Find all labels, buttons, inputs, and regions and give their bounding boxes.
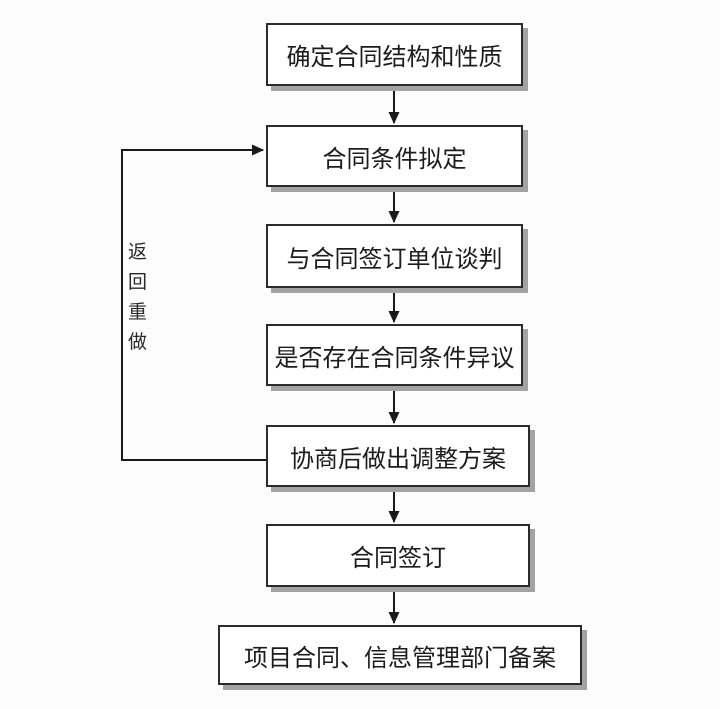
loop-line-n5-n2 bbox=[121, 144, 266, 461]
flow-node-label: 项目合同、信息管理部门备案 bbox=[244, 643, 556, 672]
flow-node-label: 与合同签订单位谈判 bbox=[286, 244, 503, 273]
flow-node-objection-check: 是否存在合同条件异议 bbox=[266, 324, 523, 386]
flow-node-label: 合同条件拟定 bbox=[322, 144, 467, 173]
flow-node-negotiate: 与合同签订单位谈判 bbox=[266, 224, 523, 288]
loop-label-return-redo: 返回重做 bbox=[126, 237, 149, 357]
flow-node-determine-structure: 确定合同结构和性质 bbox=[266, 23, 523, 86]
flow-node-label: 协商后做出调整方案 bbox=[290, 444, 506, 473]
flow-node-label: 合同签订 bbox=[350, 544, 446, 572]
flow-node-filing: 项目合同、信息管理部门备案 bbox=[218, 625, 582, 685]
flow-node-draft-conditions: 合同条件拟定 bbox=[266, 125, 523, 187]
flow-node-label: 确定合同结构和性质 bbox=[286, 43, 503, 71]
flow-node-sign-contract: 合同签订 bbox=[266, 524, 530, 587]
flow-node-adjustment-plan: 协商后做出调整方案 bbox=[266, 425, 530, 487]
flow-node-label: 是否存在合同条件异议 bbox=[274, 343, 515, 372]
